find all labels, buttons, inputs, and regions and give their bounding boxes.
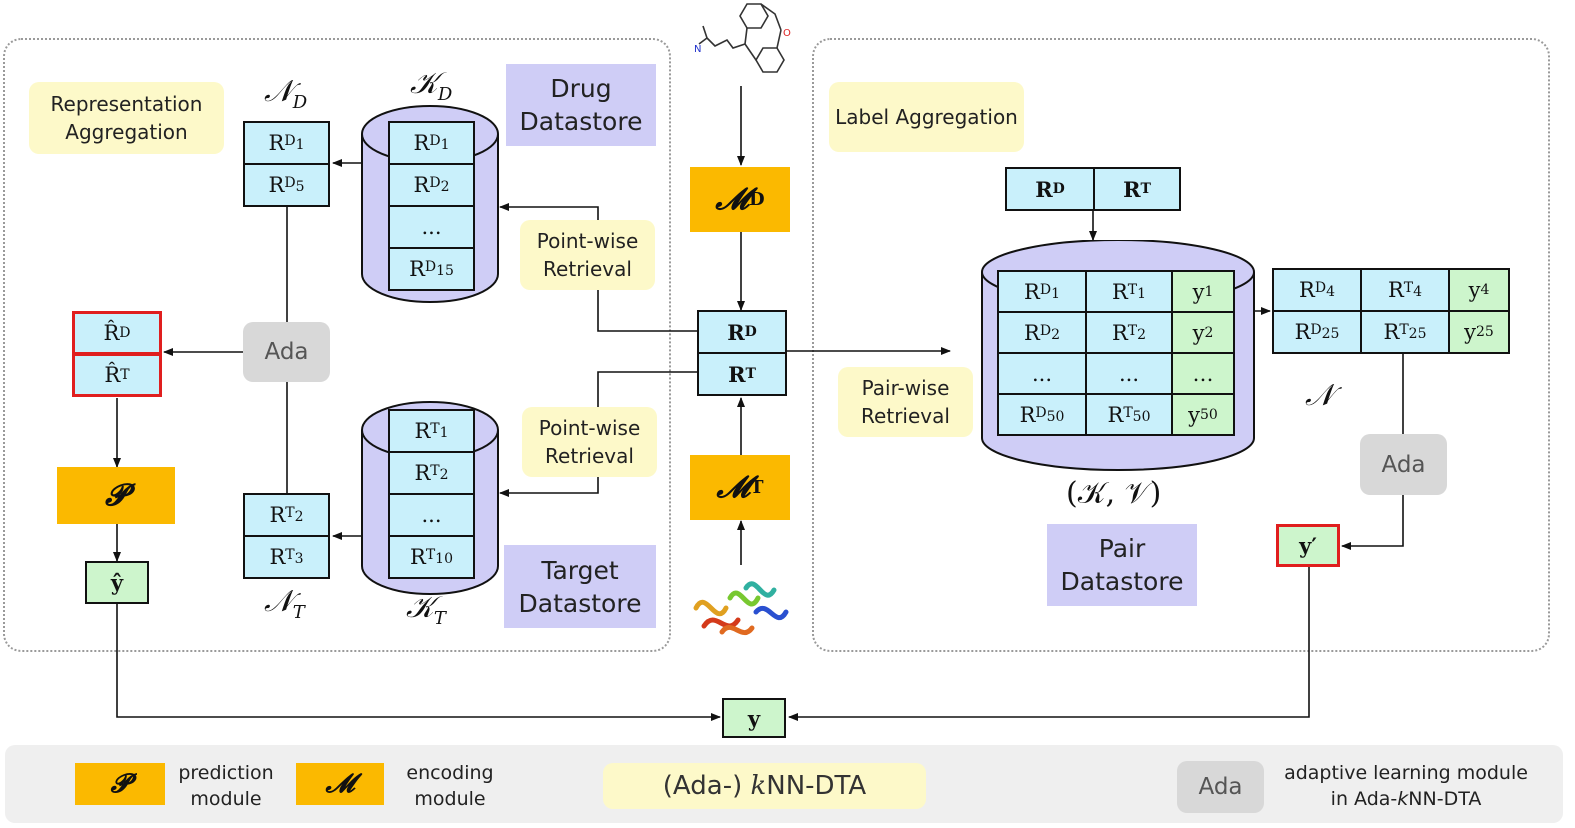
point-wise-retrieval-bottom-note: Point-wise Retrieval [522, 407, 657, 477]
final-affinity-output: y [722, 698, 786, 738]
pair-wise-retrieval-note: Pair-wise Retrieval [838, 367, 973, 437]
pair-kv-symbol: (𝒦, 𝒱) [1066, 476, 1162, 511]
svg-text:N: N [694, 44, 701, 55]
prediction-module: 𝓟 [57, 467, 175, 524]
svg-text:O: O [783, 28, 791, 39]
retrieval-panel-left [3, 38, 671, 652]
point-wise-retrieval-top-note: Point-wise Retrieval [520, 220, 655, 290]
pair-row-ellipsis-target: ... [1085, 352, 1173, 395]
legend-encoding-symbol: 𝓜 [296, 763, 384, 805]
kd-cell-ellipsis: ... [388, 205, 475, 249]
legend-encoding-text: encoding module [406, 762, 494, 810]
aggregated-label-output: y′ [1276, 524, 1340, 567]
label-aggregation-note: Label Aggregation [829, 82, 1024, 152]
drug-neighbors-symbol: 𝒩D [264, 74, 308, 113]
drug-keys-symbol: 𝒦D [410, 66, 453, 105]
aggregated-drug-representation: R̂D [72, 311, 162, 355]
kt-cell-ellipsis: ... [388, 493, 475, 537]
ada-representation-module: Ada [243, 322, 330, 382]
target-protein-icon [693, 581, 789, 636]
drug-datastore-label: Drug Datastore [506, 64, 656, 146]
target-neighbors-symbol: 𝒩T [264, 584, 305, 623]
representation-aggregation-note: Representation Aggregation [29, 82, 224, 154]
target-datastore-label: Target Datastore [504, 545, 656, 628]
aggregated-target-representation: R̂T [72, 353, 162, 397]
legend-prediction-symbol: 𝓟 [75, 763, 165, 805]
retrieval-panel-right [812, 38, 1550, 652]
pair-row-ellipsis-drug: ... [997, 352, 1087, 395]
ada-label-module: Ada [1360, 434, 1447, 495]
legend-prediction-text: prediction module [178, 762, 274, 810]
drug-molecule-icon: O N [694, 3, 791, 73]
predicted-affinity: ŷ [85, 561, 149, 604]
legend-ada-symbol: Ada [1177, 761, 1264, 813]
pair-row-ellipsis-label: … [1171, 352, 1235, 395]
pair-neighbors-symbol: 𝒩 [1305, 378, 1334, 413]
target-keys-symbol: 𝒦T [406, 590, 446, 629]
legend-ada-text: adaptive learning module in Ada-kNN-DTA [1284, 762, 1528, 810]
pair-datastore-label: Pair Datastore [1047, 524, 1197, 606]
